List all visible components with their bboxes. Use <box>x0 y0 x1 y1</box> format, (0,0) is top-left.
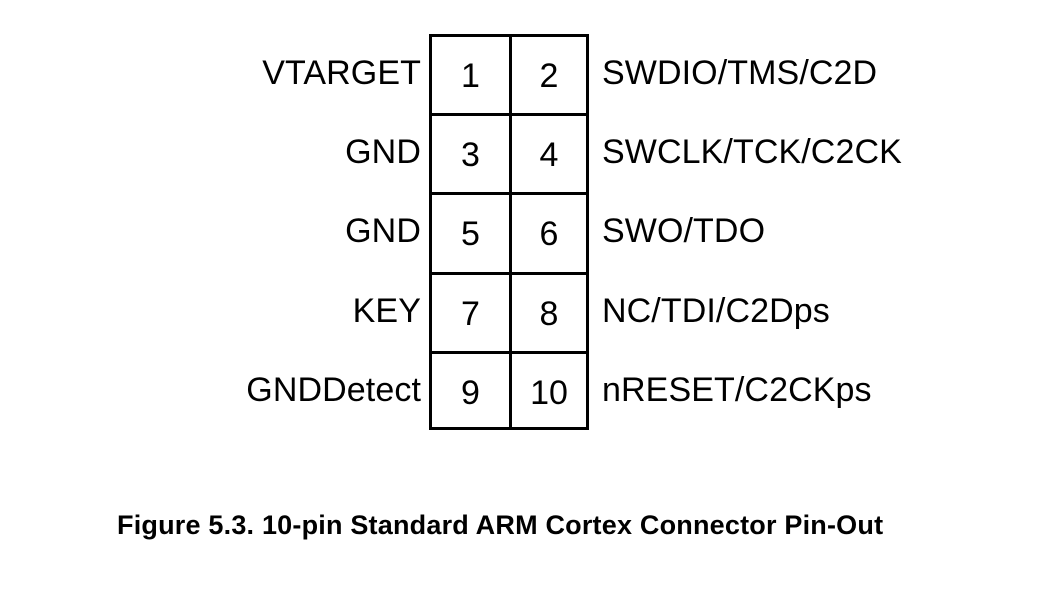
pin-number-cell: 4 <box>509 113 589 193</box>
pin-number-cell: 2 <box>509 34 589 114</box>
pin-number-cell: 9 <box>429 350 509 430</box>
pin-signal-label-left: GNDDetect <box>246 370 421 409</box>
pin-signal-label-left: GND <box>345 133 421 172</box>
pin-signal-label-right: nRESET/C2CKps <box>602 370 872 409</box>
pin-signal-label-left: KEY <box>352 291 421 330</box>
table-row: KEY 7 8 NC/TDI/C2Dps <box>0 271 1062 351</box>
pin-number-cell: 8 <box>509 271 589 351</box>
pin-signal-label-right: SWCLK/TCK/C2CK <box>602 133 902 172</box>
pin-number-cell: 7 <box>429 271 509 351</box>
table-row: GNDDetect 9 10 nRESET/C2CKps <box>0 350 1062 430</box>
pin-signal-label-right: SWO/TDO <box>602 212 766 251</box>
pin-number-cell: 10 <box>509 350 589 430</box>
pin-signal-label-left: VTARGET <box>262 54 421 92</box>
table-row: VTARGET 1 2 SWDIO/TMS/C2D <box>0 34 1062 114</box>
pin-number-cell: 6 <box>509 192 589 272</box>
table-row: GND 5 6 SWO/TDO <box>0 192 1062 272</box>
table-row: GND 3 4 SWCLK/TCK/C2CK <box>0 113 1062 193</box>
pin-number-cell: 1 <box>429 34 509 114</box>
pin-signal-label-right: SWDIO/TMS/C2D <box>602 54 878 92</box>
connector-pinout-table: VTARGET 1 2 SWDIO/TMS/C2D GND 3 4 SWCLK/… <box>0 34 1062 430</box>
figure-caption: Figure 5.3. 10-pin Standard ARM Cortex C… <box>117 510 884 540</box>
pin-number-cell: 3 <box>429 113 509 193</box>
pin-number-cell: 5 <box>429 192 509 272</box>
pin-signal-label-right: NC/TDI/C2Dps <box>602 291 830 330</box>
pin-signal-label-left: GND <box>345 212 421 251</box>
